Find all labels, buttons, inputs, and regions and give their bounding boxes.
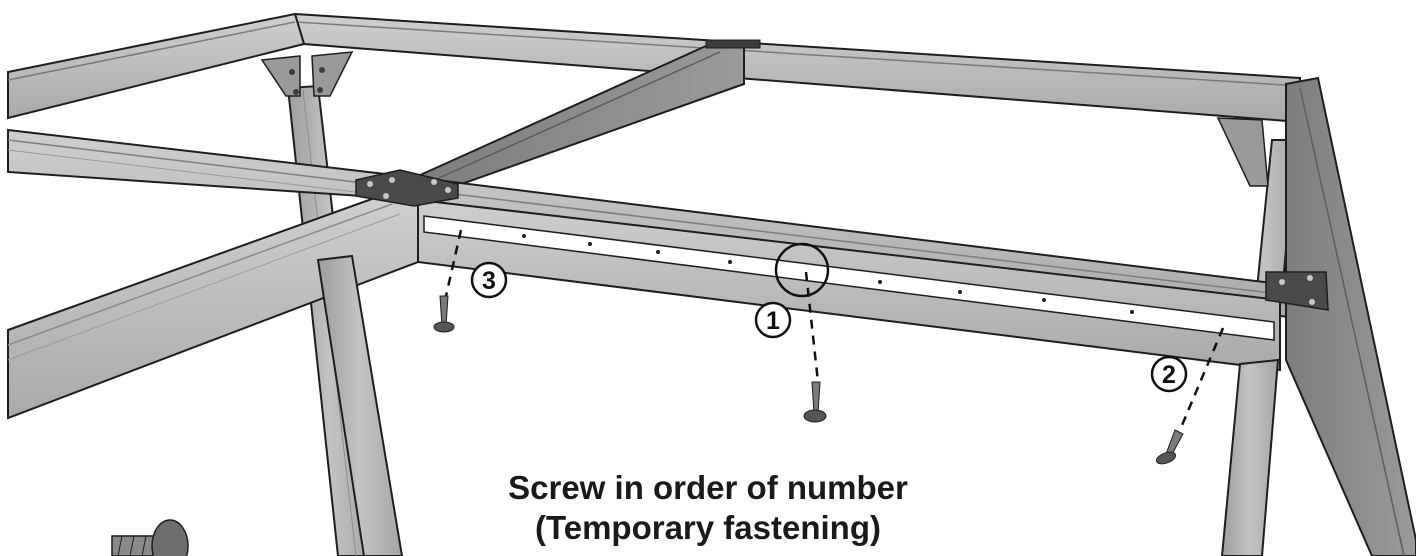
right-joint-plate: [1265, 271, 1329, 311]
screw-icon: [111, 519, 189, 556]
right-side-beam: [1285, 76, 1416, 556]
front-right-post: [1220, 358, 1280, 556]
back-top-beam: [293, 12, 1301, 124]
corner-bracket-icon: [1216, 117, 1269, 187]
screw-icon: [803, 381, 827, 423]
step-label-1: 1: [754, 301, 792, 339]
step-label-2: 2: [1150, 355, 1188, 393]
instruction-subtext: (Temporary fastening): [535, 509, 881, 546]
screw-icon: [1155, 429, 1184, 465]
front-left-post: [316, 254, 404, 556]
highlight-circle-icon: [774, 242, 830, 298]
instruction-text: Screw in order of number: [508, 469, 908, 506]
screw-icon: [433, 295, 455, 333]
screw-guide-lines: [444, 229, 1225, 431]
white-cover-strip: [423, 215, 1275, 341]
step-number-1: 1: [766, 307, 780, 335]
left-top-beam: [7, 12, 306, 120]
step-label-3: 3: [470, 261, 508, 299]
corner-bracket-icon: [260, 51, 354, 97]
center-joint-plate: [355, 169, 459, 207]
front-beam: [417, 198, 1281, 372]
step-number-2: 2: [1162, 361, 1176, 389]
step-number-3: 3: [482, 267, 496, 295]
center-cross-beam: [415, 39, 761, 188]
